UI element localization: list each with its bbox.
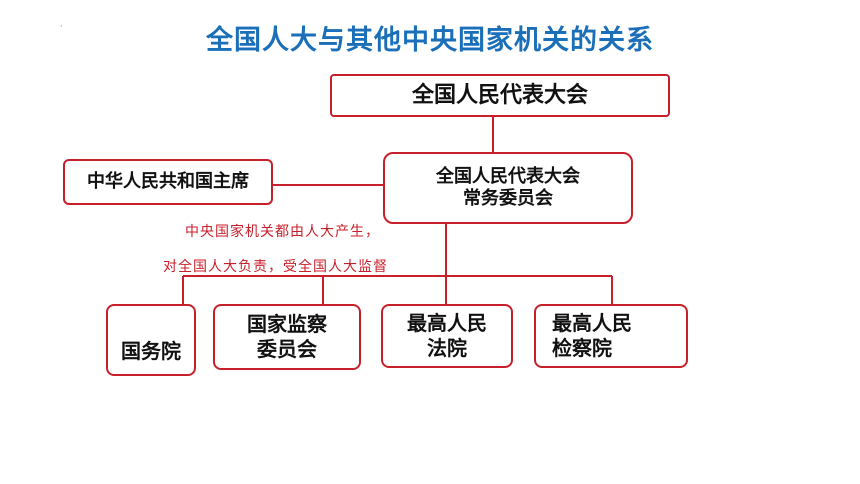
node-supreme-procuratorate-line1: 最高人民 — [552, 311, 632, 335]
node-president: 中华人民共和国主席 — [63, 159, 273, 205]
diagram-title: 全国人大与其他中央国家机关的关系 — [206, 25, 654, 56]
node-supreme-procuratorate: 最高人民 检察院 — [534, 304, 688, 368]
node-president-label: 中华人民共和国主席 — [87, 170, 249, 192]
slide-dot: · — [60, 22, 63, 31]
node-supreme-court-line2: 法院 — [427, 336, 467, 360]
node-supervisory-commission-line2: 委员会 — [257, 337, 317, 361]
node-supreme-procuratorate-line2: 检察院 — [552, 336, 612, 360]
node-npc-label: 全国人民代表大会 — [411, 82, 588, 108]
node-supreme-court: 最高人民 法院 — [381, 304, 513, 368]
node-npc: 全国人民代表大会 — [330, 74, 670, 117]
node-supreme-court-line1: 最高人民 — [407, 311, 487, 335]
note-line1: 中央国家机关都由人大产生， — [185, 224, 380, 240]
node-npc-standing-committee: 全国人民代表大会 常务委员会 — [383, 152, 633, 224]
node-npc-standing-committee-line1: 全国人民代表大会 — [436, 165, 580, 187]
node-supervisory-commission: 国家监察 委员会 — [213, 304, 361, 370]
note-line2: 对全国人大负责，受全国人大监督 — [163, 259, 388, 275]
node-state-council: 国务院 — [106, 304, 196, 376]
node-state-council-label: 国务院 — [121, 338, 181, 363]
node-npc-standing-committee-line2: 常务委员会 — [463, 188, 553, 209]
node-supervisory-commission-line1: 国家监察 — [247, 312, 327, 336]
